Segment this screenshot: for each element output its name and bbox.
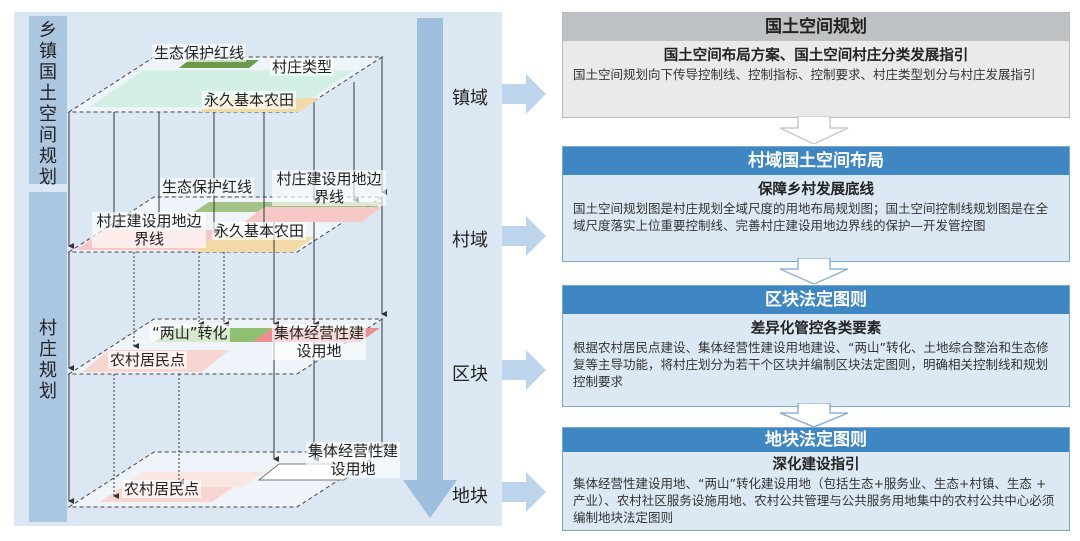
village-plan-bar	[29, 192, 67, 522]
card-4-body: 集体经营性建设用地、“两山”转化建设用地（包括生态+服务业、生态+村镇、生态 +…	[573, 476, 1055, 525]
card-3-body: 根据农村居民点建设、集体经营性建设用地建设、“两山”转化、土地综合整治和生态修复…	[573, 340, 1049, 389]
card-territorial-plan: 国土空间规划 国土空间布局方案、国土空间村庄分类发展指引 国土空间规划向下传导控…	[562, 12, 1070, 118]
plane2-boundary-right-label: 村庄建设用地边界线	[272, 170, 386, 206]
village-plan-label: 村庄规划	[29, 318, 67, 438]
plane1-eco-label: 生态保护红线	[152, 44, 247, 62]
scale-label-village: 村域	[452, 230, 488, 251]
plane4-residential-label: 农村居民点	[122, 480, 202, 498]
card-plot-plan: 地块法定图则 深化建设指引 集体经营性建设用地、“两山”转化建设用地（包括生态+…	[562, 427, 1070, 531]
card-1-subtitle: 国土空间布局方案、国土空间村庄分类发展指引	[663, 48, 969, 64]
plane1-farmland-label: 永久基本农田	[202, 91, 297, 109]
plane3-collective-label: 集体经营性建设用地	[272, 324, 366, 360]
plane4-collective-text: 集体经营性建设用地	[308, 442, 399, 478]
township-plan-bar	[29, 16, 67, 184]
township-plan-text: 乡镇国土空间规划	[39, 20, 57, 188]
scale-label-town: 镇域	[452, 88, 488, 109]
plane2-boundary-right-text: 村庄建设用地边界线	[276, 170, 382, 206]
right-arrow-1	[502, 74, 546, 114]
village-plan-text: 村庄规划	[39, 318, 57, 402]
scale-down-arrow	[403, 18, 457, 518]
plane2-boundary-left-label: 村庄建设用地边界线	[92, 212, 206, 248]
down-arrow-2	[779, 258, 849, 284]
card-2-header: 村域国土空间布局	[563, 147, 1069, 175]
card-3-subtitle: 差异化管控各类要素	[750, 321, 882, 337]
down-arrow-3	[779, 403, 849, 427]
plane2-farmland-label: 永久基本农田	[212, 222, 307, 240]
card-4-subtitle: 深化建设指引	[772, 457, 860, 473]
plane3-lianshan-label: “两山”转化	[150, 324, 230, 342]
plane2-boundary-left-text: 村庄建设用地边界线	[96, 212, 202, 248]
down-arrow-1	[779, 116, 849, 144]
right-arrow-2	[502, 216, 546, 256]
card-2-body: 国土空间规划图是村庄规划全域尺度的用地布局规划图；国土空间控制线规划图是在全域尺…	[573, 201, 1049, 233]
right-arrow-4	[502, 472, 546, 512]
card-block-plan: 区块法定图则 差异化管控各类要素 根据农村居民点建设、集体经营性建设用地建设、“…	[562, 285, 1070, 407]
plane4-collective-label: 集体经营性建设用地	[306, 442, 400, 478]
card-3-header: 区块法定图则	[563, 286, 1069, 314]
card-2-subtitle: 保障乡村发展底线	[758, 182, 874, 198]
plane3-residential-label: 农村居民点	[108, 351, 188, 369]
card-1-header: 国土空间规划	[563, 13, 1069, 41]
projection-arrows	[68, 57, 387, 504]
township-plan-label: 乡镇国土空间规划	[29, 20, 67, 188]
plane1-village-type-label: 村庄类型	[270, 58, 335, 76]
right-arrow-3	[502, 350, 546, 390]
scale-label-plot: 地块	[452, 486, 488, 507]
card-1-body: 国土空间规划向下传导控制线、控制指标、控制要求、村庄类型划分与村庄发展指引	[573, 67, 1036, 82]
card-4-header: 地块法定图则	[563, 428, 1069, 452]
card-village-layout: 村域国土空间布局 保障乡村发展底线 国土空间规划图是村庄规划全域尺度的用地布局规…	[562, 146, 1070, 262]
scale-label-block: 区块	[452, 364, 488, 385]
plane3-collective-text: 集体经营性建设用地	[274, 324, 365, 360]
plane2-eco-label: 生态保护红线	[160, 178, 255, 196]
